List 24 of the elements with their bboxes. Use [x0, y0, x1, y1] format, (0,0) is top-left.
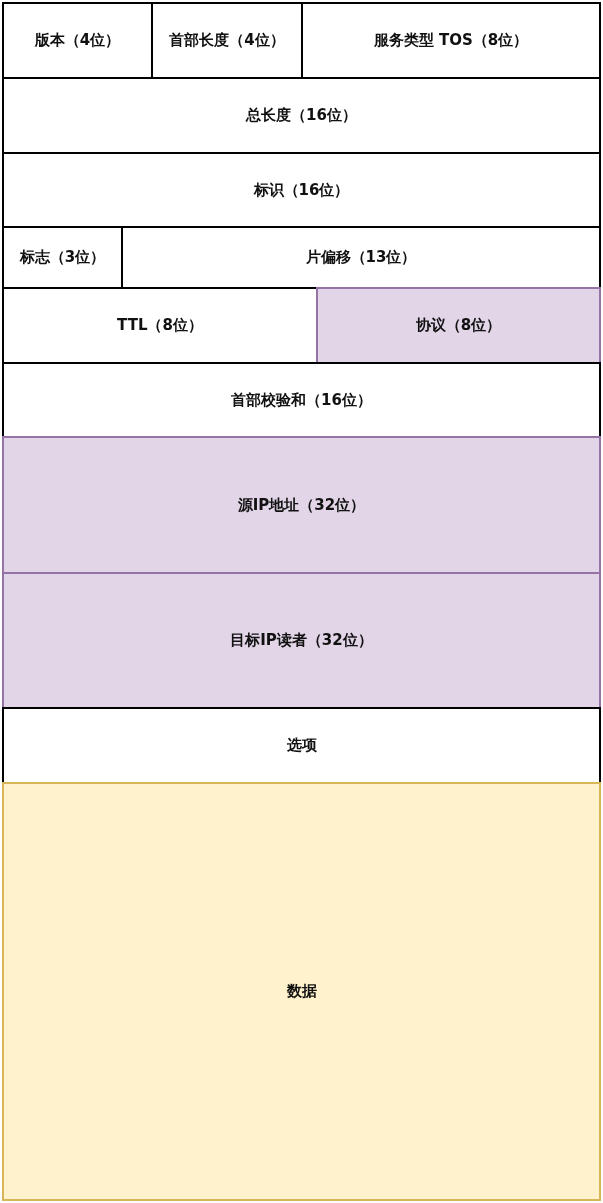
header-field-box — [2, 707, 601, 784]
field-label: 标识（16位） — [253, 180, 350, 200]
header-field-box — [2, 572, 601, 709]
header-field-box — [2, 2, 153, 79]
field-label: 版本（4位） — [34, 31, 121, 50]
header-field-box — [2, 77, 601, 154]
header-field-box — [301, 2, 601, 79]
field-label: 选项 — [286, 736, 317, 755]
header-field-box — [2, 152, 601, 228]
field-label: 目标IP读者（32位） — [230, 631, 373, 650]
field-label: TTL（8位） — [117, 316, 203, 335]
field-label: 总长度（16位） — [246, 106, 357, 125]
field-label: 首部长度（4位） — [169, 31, 285, 50]
field-label: 协议（8位） — [415, 316, 502, 335]
field-label: 标志（3位） — [19, 248, 106, 267]
header-field-box — [316, 287, 601, 364]
field-label: 服务类型 TOS（8位） — [373, 31, 529, 50]
header-field-box — [2, 436, 601, 574]
field-label: 片偏移（13位） — [305, 248, 417, 267]
field-label: 源IP地址（32位） — [237, 495, 366, 515]
field-label: 首部校验和（16位） — [231, 390, 372, 410]
header-field-box — [2, 362, 601, 438]
field-label: 数据 — [286, 982, 317, 1001]
header-field-box — [2, 782, 601, 1201]
